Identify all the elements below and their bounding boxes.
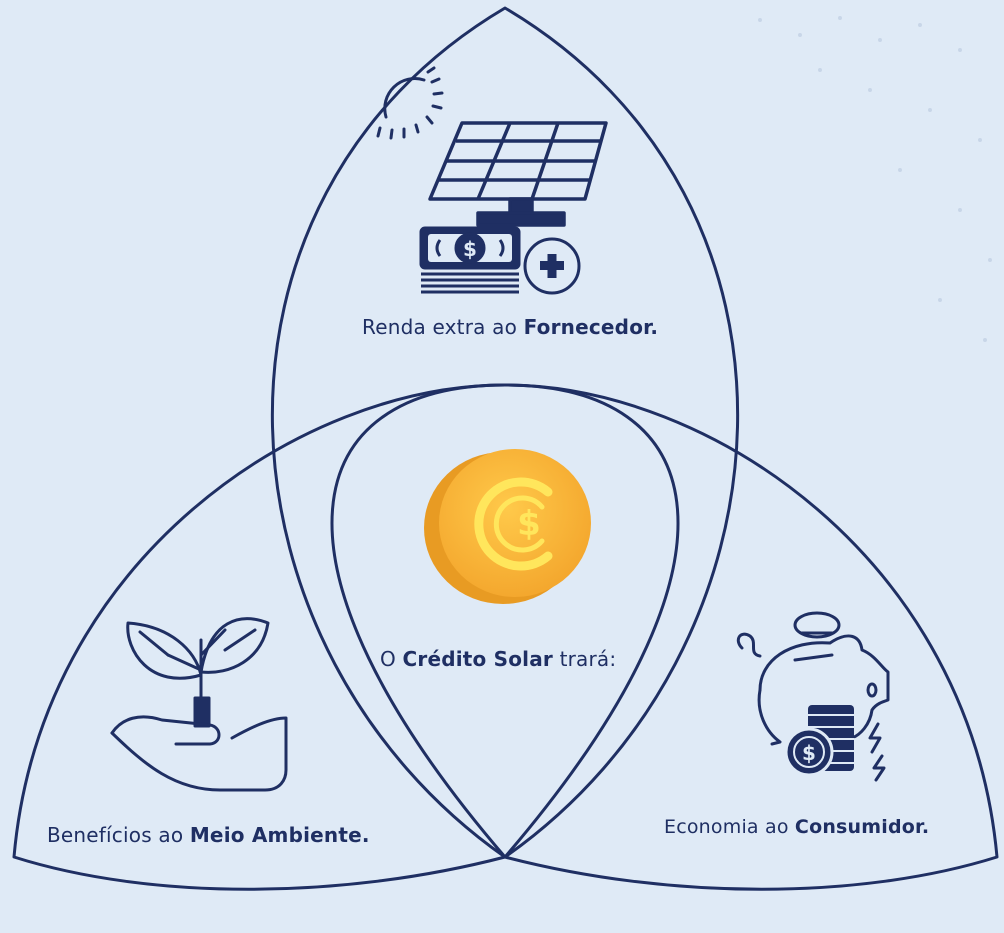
right-caption-bold: Consumidor.: [794, 816, 930, 838]
right-lens: [330, 383, 999, 891]
top-caption-prefix: Renda extra ao: [362, 315, 524, 339]
hand-plant-icon: [110, 617, 288, 792]
solar-coin-icon: $: [424, 449, 591, 604]
center-caption-bold: Crédito Solar: [402, 647, 554, 671]
left-caption: Benefícios ao Meio Ambiente.: [47, 823, 370, 847]
svg-text:$: $: [463, 237, 477, 261]
money-stack-icon: $: [419, 226, 521, 294]
left-caption-bold: Meio Ambiente.: [189, 823, 370, 847]
center-caption: O Crédito Solar trará:: [380, 647, 616, 671]
piggy-bank-icon: $: [736, 611, 890, 782]
venn-outline: [12, 6, 999, 891]
right-caption-prefix: Economia ao: [664, 816, 795, 838]
left-caption-prefix: Benefícios ao: [47, 823, 190, 847]
svg-text:$: $: [802, 741, 816, 765]
center-caption-prefix: O: [380, 647, 403, 671]
decorative-dots: [758, 16, 992, 342]
plus-circle-icon: [523, 237, 581, 295]
top-caption-bold: Fornecedor.: [523, 315, 659, 339]
svg-text:$: $: [517, 504, 541, 544]
solar-panel-icon: [428, 121, 608, 227]
top-caption: Renda extra ao Fornecedor.: [362, 315, 658, 339]
left-lens: [12, 383, 680, 891]
right-caption: Economia ao Consumidor.: [664, 816, 929, 838]
sun-icon: [376, 66, 444, 140]
center-caption-suffix: trará:: [553, 647, 617, 671]
